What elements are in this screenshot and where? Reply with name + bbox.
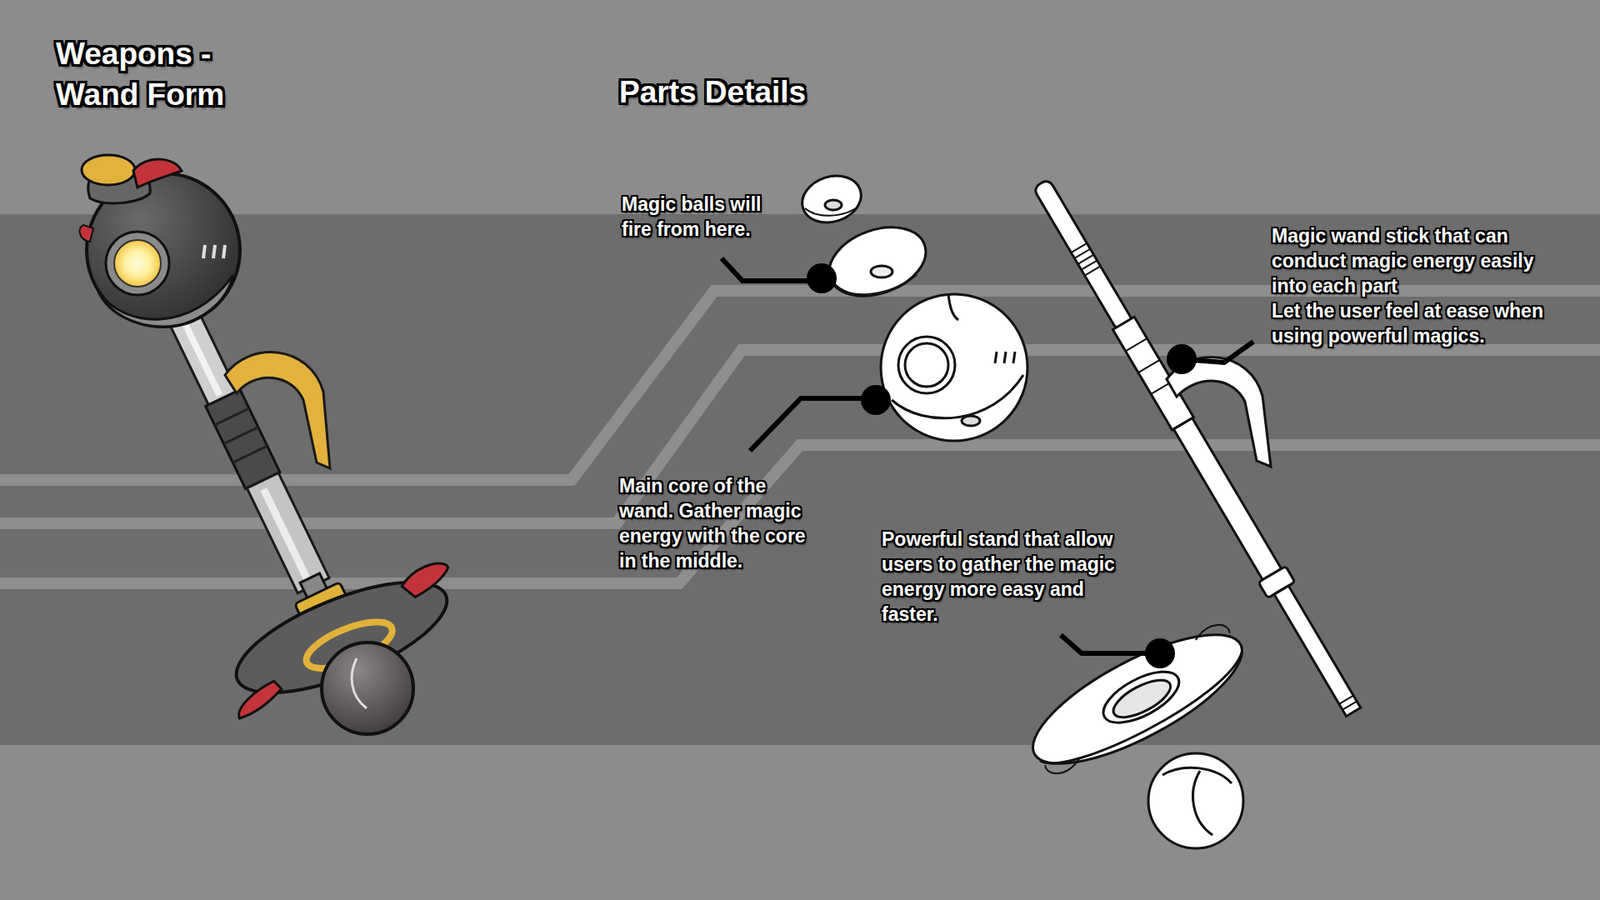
circuit-lines — [0, 290, 1600, 584]
callout-note: Main core of the wand. Gather magic ener… — [619, 473, 815, 574]
page-title: Weapons - Wand Form — [55, 33, 260, 115]
leader-dot — [1145, 638, 1175, 669]
part-core-slot — [1013, 351, 1015, 364]
callout-note: Let the user feel at ease when using pow… — [1271, 298, 1580, 349]
stick-thread — [1085, 265, 1101, 275]
stand-tip-red — [398, 558, 455, 600]
ball-seam — [351, 658, 367, 709]
head-slot — [223, 245, 225, 259]
part-cap — [795, 168, 867, 230]
part-core-seam — [891, 375, 1024, 419]
bottom-ball — [321, 642, 414, 735]
stick-end — [1274, 585, 1361, 717]
part-core-socket-inner — [905, 343, 949, 387]
top-cap-red — [80, 225, 94, 242]
part-core-hole — [961, 415, 980, 426]
top-cap-red — [133, 159, 182, 188]
part-stand-tip — [1193, 620, 1230, 650]
stick-thread — [1074, 249, 1090, 259]
stick-ring — [1125, 338, 1148, 351]
wand-shaft — [158, 300, 347, 620]
leader-line — [1060, 635, 1160, 654]
leader-dots — [806, 263, 1197, 669]
leader-dot — [806, 263, 837, 294]
callout-note: Magic balls will fire from here. — [621, 191, 785, 242]
stick-thread — [1070, 243, 1087, 253]
part-cap-shade — [805, 206, 859, 216]
part-core-seam — [948, 295, 959, 320]
shaft-grip — [205, 390, 280, 490]
leader-dot — [1166, 344, 1197, 375]
part-core-ball — [880, 294, 1028, 441]
grip-ring — [215, 408, 250, 425]
dark-band — [0, 214, 1600, 745]
core-rim — [105, 231, 170, 295]
head-slot — [213, 245, 215, 259]
stand-tip-red — [231, 679, 287, 719]
part-stand-hole-inner — [1108, 672, 1176, 725]
grip-ring — [232, 445, 267, 463]
section-heading: Parts Details — [619, 73, 970, 112]
leader-line — [750, 398, 876, 451]
leader-dot — [860, 385, 891, 415]
leader-line — [721, 258, 822, 281]
shaft-highlight — [260, 487, 310, 581]
part-core-slot — [1004, 351, 1006, 364]
top-cap-yellow — [81, 155, 135, 185]
part-fire-disc-hole — [870, 265, 893, 278]
glowing-core — [114, 240, 161, 287]
part-stand-hole — [1095, 661, 1187, 734]
circuit-line — [0, 350, 1600, 524]
part-fire-disc — [820, 215, 936, 309]
stick-thread — [1077, 255, 1094, 265]
grip-ring — [223, 427, 258, 445]
callout-note: Powerful stand that allow users to gathe… — [881, 526, 1132, 627]
leader-lines — [721, 258, 1254, 654]
stick-thread — [1342, 701, 1357, 710]
part-ball-seam — [1193, 770, 1213, 835]
part-cap-hole — [825, 200, 842, 210]
stick-thread — [1339, 695, 1354, 705]
part-core-socket — [898, 336, 955, 394]
stick-top — [1033, 178, 1135, 331]
part-core-slot — [995, 351, 997, 364]
head-slot — [203, 245, 205, 259]
shaft-highlight — [180, 318, 223, 397]
yellow-hook — [225, 352, 330, 469]
wand-colored — [80, 155, 473, 735]
part-stand-tip — [1045, 749, 1082, 779]
stick-ring — [1138, 360, 1160, 373]
part-fire-disc-edge — [831, 275, 917, 295]
callout-note: Magic wand stick that can conduct magic … — [1271, 223, 1564, 299]
part-bottom-ball — [1148, 753, 1244, 849]
stick-thread — [1081, 260, 1098, 270]
